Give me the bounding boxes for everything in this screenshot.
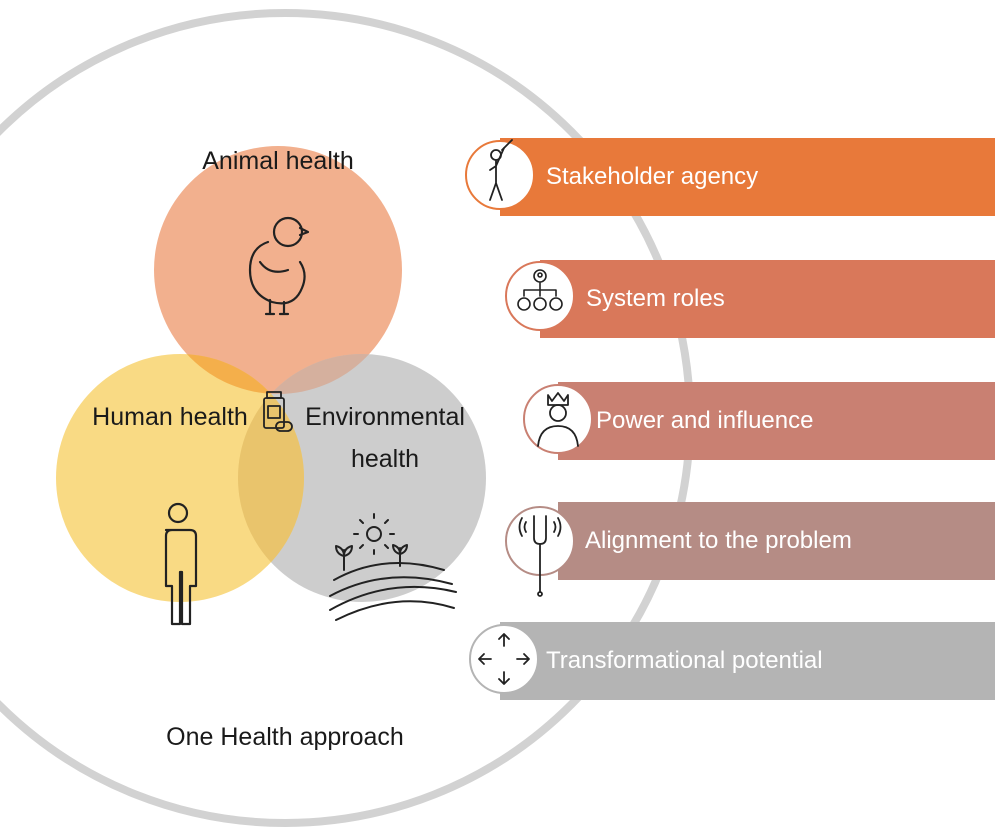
person-icon bbox=[164, 502, 198, 626]
animal-health-label: Animal health bbox=[202, 147, 354, 175]
icon-circle-system-roles bbox=[505, 261, 575, 331]
icon-circle-power-and-influence bbox=[523, 384, 593, 454]
icon-circle-alignment-to-the-problem bbox=[505, 506, 575, 597]
system-roles-label: System roles bbox=[586, 285, 725, 312]
bar-power-and-influence bbox=[558, 382, 995, 460]
human-health-circle bbox=[56, 354, 304, 602]
power-and-influence-label: Power and influence bbox=[596, 407, 814, 434]
icon-circle-transformational-potential bbox=[469, 624, 539, 694]
environmental-health-label-line2: health bbox=[350, 445, 420, 473]
four-arrows-icon bbox=[478, 633, 530, 685]
transformational-potential-label: Transformational potential bbox=[546, 647, 823, 674]
sun-and-field-icon bbox=[329, 513, 457, 621]
icon-circle-stakeholder-agency bbox=[465, 139, 535, 210]
crowned-person-icon bbox=[537, 392, 579, 447]
alignment-to-the-problem-label: Alignment to the problem bbox=[585, 527, 852, 554]
bar-alignment-to-the-problem bbox=[558, 502, 995, 580]
human-health-label: Human health bbox=[92, 403, 248, 431]
bar-transformational-potential bbox=[500, 622, 995, 700]
person-with-club-icon bbox=[489, 139, 513, 201]
environmental-health-circle bbox=[238, 354, 486, 602]
org-hierarchy-icon bbox=[517, 269, 563, 311]
medicine-bottle-icon bbox=[263, 391, 293, 432]
chick-icon bbox=[248, 216, 310, 316]
environmental-health-label-line1: Environmental bbox=[305, 403, 465, 431]
bar-stakeholder-agency bbox=[500, 138, 995, 216]
animal-health-circle bbox=[154, 146, 402, 394]
bar-system-roles bbox=[540, 260, 995, 338]
one-health-approach-label: One Health approach bbox=[166, 723, 404, 751]
stakeholder-agency-label: Stakeholder agency bbox=[546, 163, 759, 190]
tuning-fork-icon bbox=[518, 515, 562, 597]
